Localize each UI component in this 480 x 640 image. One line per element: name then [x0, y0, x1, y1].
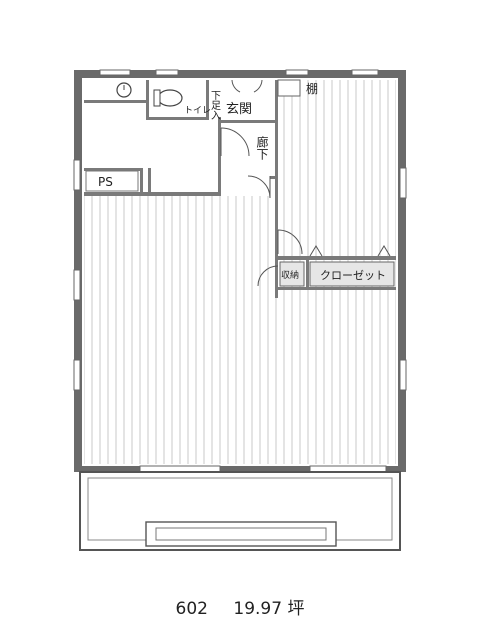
shoe-storage-label: 下足入 [209, 90, 221, 120]
toilet-icon [157, 89, 183, 107]
toilet-room [84, 80, 206, 100]
pipe-space-box [85, 170, 139, 192]
area-value: 19.97 [233, 599, 283, 619]
hallway-label: 廊下 [255, 135, 269, 160]
entrance-label: 玄関 [226, 102, 252, 117]
unit-number: 602 [175, 599, 208, 619]
balcony [79, 471, 401, 551]
upper-room-floor [278, 80, 396, 258]
entrance-floor [221, 80, 275, 120]
shelf-label: 棚 [306, 81, 318, 96]
storage-box [279, 261, 305, 287]
toilet-label: トイレ [184, 106, 211, 116]
door-swings [220, 79, 391, 287]
storage-label: 収納 [281, 269, 299, 281]
windows [73, 69, 407, 473]
shelf-box [277, 79, 301, 97]
unit-caption: 602 19.97 坪 [0, 594, 480, 619]
pipe-space-label: PS [98, 175, 113, 189]
interior-walls [84, 80, 396, 298]
unit-area: 19.97 坪 [233, 599, 304, 619]
closet-box [309, 261, 395, 287]
closet-label: クローゼット [320, 269, 386, 282]
area-unit: 坪 [287, 599, 305, 619]
